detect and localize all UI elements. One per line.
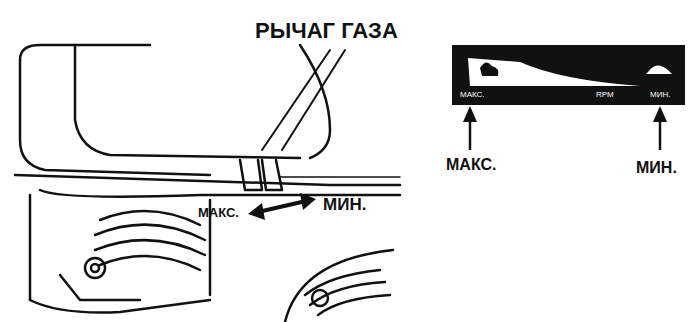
plate-text: МАКС. — [460, 91, 485, 99]
direction-label: МИН. — [323, 196, 366, 213]
direction-label: МАКС. — [198, 206, 239, 219]
plate-text: RPM — [596, 91, 614, 99]
plate-text: МИН. — [650, 91, 670, 99]
rpm-plate: МАКС. RPM МИН. — [452, 45, 685, 105]
part-name: РЫЧАГ ГАЗА — [255, 20, 398, 42]
direction-label: МАКС. — [446, 157, 496, 173]
direction-label: МИН. — [636, 160, 677, 176]
